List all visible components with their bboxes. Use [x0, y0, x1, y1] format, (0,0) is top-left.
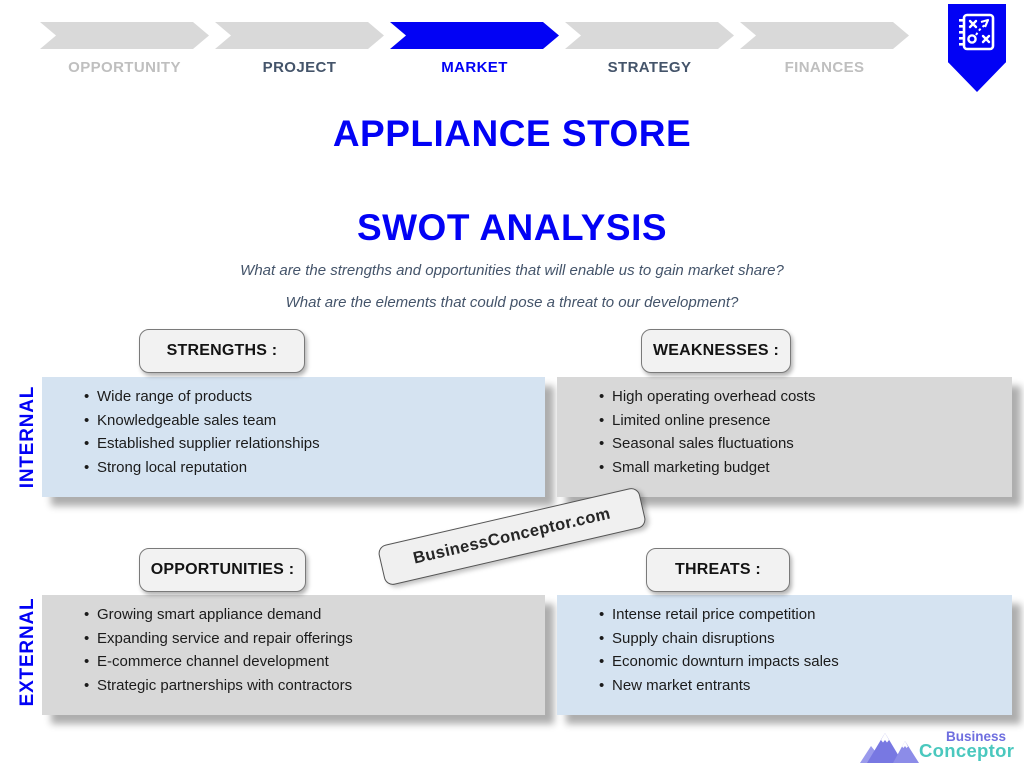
nav-step[interactable]: MARKET — [390, 22, 559, 76]
bullet-item: Seasonal sales fluctuations — [557, 432, 1012, 456]
nav-step[interactable]: OPPORTUNITY — [40, 22, 209, 76]
opportunities-label: OPPORTUNITIES : — [139, 548, 306, 592]
chevron-arrow-icon — [390, 22, 559, 49]
nav-step-label: MARKET — [441, 59, 508, 76]
weaknesses-label: WEAKNESSES : — [641, 329, 791, 373]
ribbon-badge — [948, 4, 1006, 92]
bullet-item: Knowledgeable sales team — [42, 409, 545, 433]
weaknesses-box: High operating overhead costsLimited onl… — [557, 377, 1012, 497]
watermark-businessconceptor[interactable]: BusinessConceptor.com — [376, 486, 648, 587]
bullet-item: High operating overhead costs — [557, 385, 1012, 409]
bullet-item: Small marketing budget — [557, 456, 1012, 480]
nav-step[interactable]: PROJECT — [215, 22, 384, 76]
bullet-item: Growing smart appliance demand — [42, 603, 545, 627]
bullet-item: Expanding service and repair offerings — [42, 627, 545, 651]
progress-nav: OPPORTUNITY PROJECT MARKET STRATEGY FINA… — [40, 22, 909, 76]
nav-step-label: STRATEGY — [607, 59, 692, 76]
bullet-item: Strategic partnerships with contractors — [42, 674, 545, 698]
threats-box: Intense retail price competitionSupply c… — [557, 595, 1012, 715]
nav-step-label: OPPORTUNITY — [68, 59, 181, 76]
mountains-icon — [860, 733, 919, 763]
chevron-arrow-icon — [215, 22, 384, 49]
opportunities-list: Growing smart appliance demandExpanding … — [42, 595, 545, 697]
page-title: APPLIANCE STORE — [332, 113, 692, 154]
opportunities-box: Growing smart appliance demandExpanding … — [42, 595, 545, 715]
threats-list: Intense retail price competitionSupply c… — [557, 595, 1012, 697]
bullet-item: New market entrants — [557, 674, 1012, 698]
strategy-tactics-icon — [959, 13, 995, 51]
threats-label: THREATS : — [646, 548, 790, 592]
chevron-arrow-icon — [740, 22, 909, 49]
bullet-item: Wide range of products — [42, 385, 545, 409]
logo-text-business: Business — [946, 729, 1007, 744]
business-conceptor-logo: Business Conceptor — [860, 726, 1015, 766]
bullet-item: Economic downturn impacts sales — [557, 650, 1012, 674]
weaknesses-list: High operating overhead costsLimited onl… — [557, 377, 1012, 479]
nav-step-label: PROJECT — [262, 59, 337, 76]
bullet-item: E-commerce channel development — [42, 650, 545, 674]
external-axis-label: EXTERNAL — [17, 597, 38, 707]
nav-step[interactable]: STRATEGY — [565, 22, 734, 76]
internal-axis-label: INTERNAL — [17, 385, 38, 489]
chevron-arrow-icon — [565, 22, 734, 49]
bullet-item: Established supplier relationships — [42, 432, 545, 456]
nav-step[interactable]: FINANCES — [740, 22, 909, 76]
logo-text-conceptor: Conceptor — [919, 740, 1015, 761]
strengths-list: Wide range of productsKnowledgeable sale… — [42, 377, 545, 479]
page-subtitle: SWOT ANALYSIS — [356, 207, 668, 248]
bullet-item: Strong local reputation — [42, 456, 545, 480]
strengths-label: STRENGTHS : — [139, 329, 305, 373]
chevron-arrow-icon — [40, 22, 209, 49]
bullet-item: Limited online presence — [557, 409, 1012, 433]
strengths-box: Wide range of productsKnowledgeable sale… — [42, 377, 545, 497]
question-line-1: What are the strengths and opportunities… — [240, 262, 784, 279]
nav-step-label: FINANCES — [784, 59, 865, 76]
bullet-item: Intense retail price competition — [557, 603, 1012, 627]
question-line-2: What are the elements that could pose a … — [285, 294, 739, 311]
bullet-item: Supply chain disruptions — [557, 627, 1012, 651]
